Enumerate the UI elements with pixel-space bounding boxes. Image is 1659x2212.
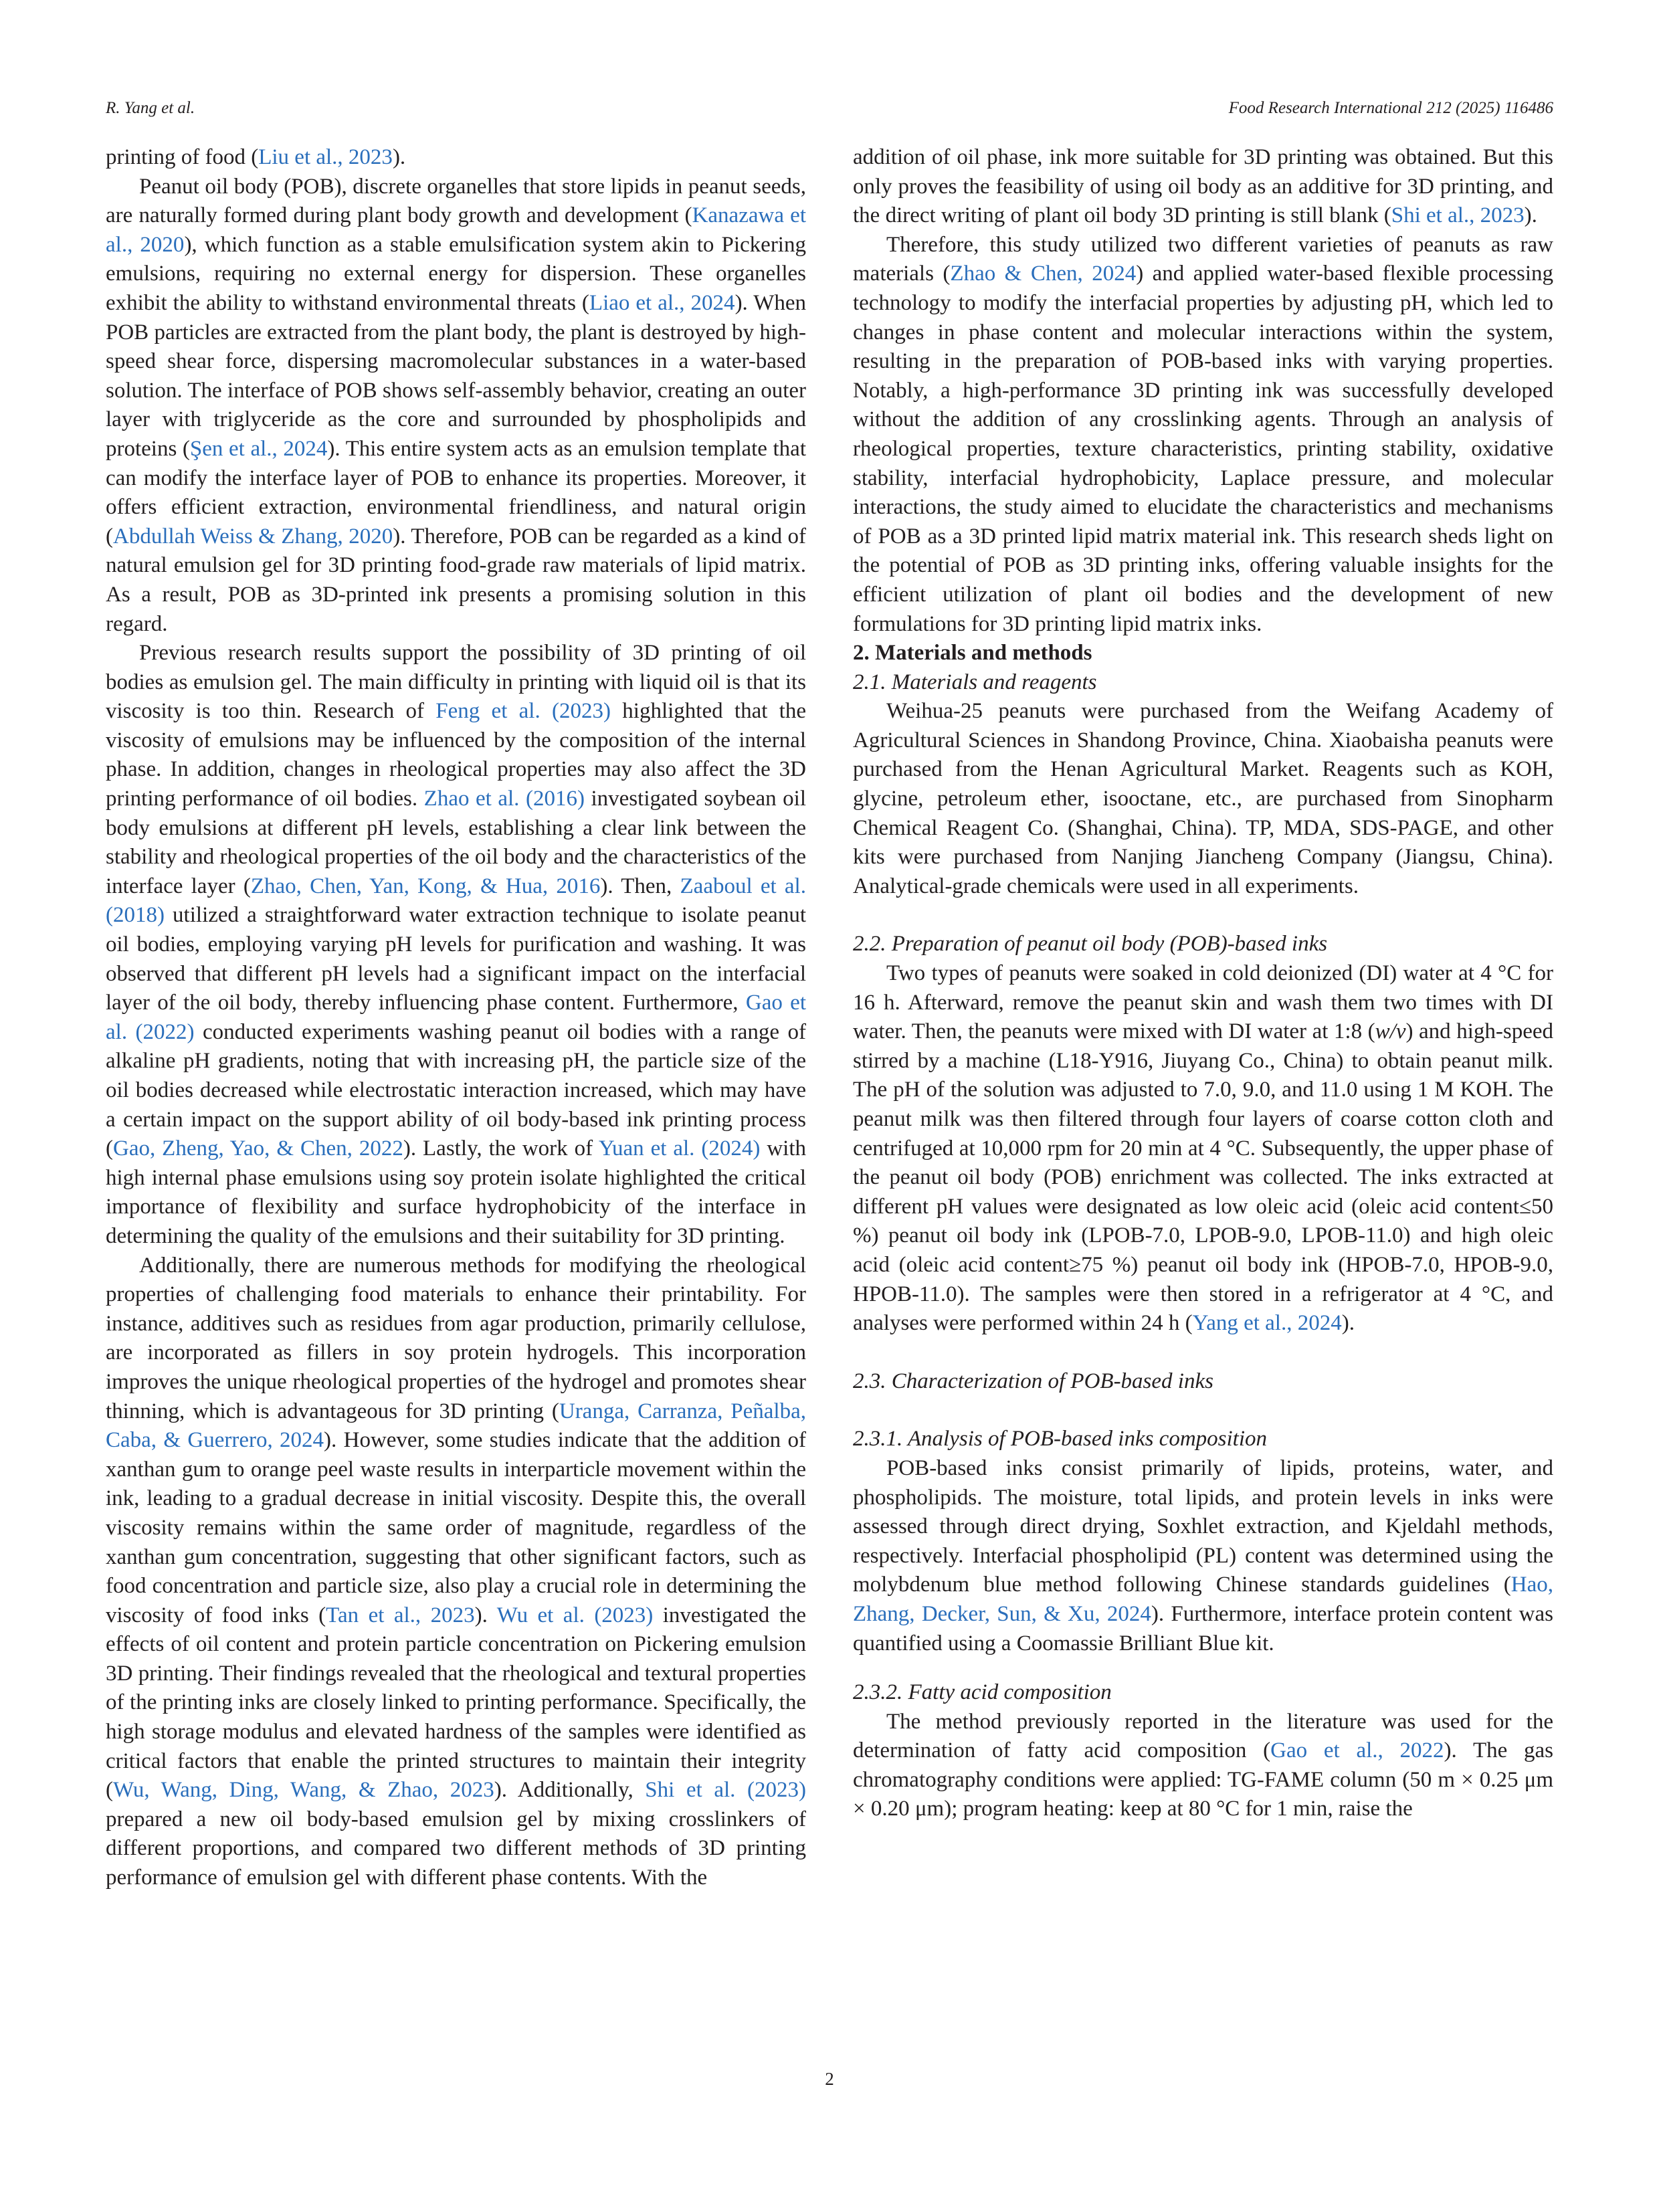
citation-link[interactable]: Tan et al., 2023: [326, 1603, 475, 1627]
text-run: prepared a new oil body-based emulsion g…: [106, 1807, 806, 1890]
citation-link[interactable]: Abdullah Weiss & Zhang, 2020: [113, 524, 393, 548]
text-run: addition of oil phase, ink more suitable…: [853, 145, 1553, 228]
citation-link[interactable]: Şen et al., 2024: [189, 436, 328, 461]
citation-link[interactable]: Liao et al., 2024: [589, 290, 735, 315]
citation-link[interactable]: Zhao & Chen, 2024: [950, 262, 1137, 286]
text-run: ).: [392, 145, 406, 169]
text-run: ). Then,: [600, 874, 680, 898]
citation-link[interactable]: Wu et al. (2023): [496, 1603, 654, 1627]
text-run: Therefore, this study utilized two diffe…: [853, 232, 1553, 286]
text-run: utilized a straightforward water extract…: [106, 903, 806, 1015]
text-run: ). The gas chromatography conditions wer…: [853, 1738, 1554, 1821]
text-run: highlighted that the viscosity of emulsi…: [106, 699, 806, 811]
text-run: ), which function as a stable emulsifica…: [106, 232, 806, 315]
text-run: ). Therefore, POB can be regarded as a k…: [106, 524, 806, 636]
citation-link[interactable]: Feng et al. (2023): [435, 699, 611, 724]
paragraph: The method previously reported in the li…: [853, 1708, 1553, 1824]
left-column: printing of food (Liu et al., 2023). Pea…: [106, 143, 806, 1893]
right-column: addition of oil phase, ink more suitable…: [853, 143, 1553, 1824]
paragraph: printing of food (Liu et al., 2023).: [106, 143, 806, 173]
citation-link[interactable]: Shi et al., 2023: [1391, 203, 1525, 228]
italic-text: w/v: [1375, 1019, 1406, 1044]
subsubsection-heading: 2.3.1. Analysis of POB-based inks compos…: [853, 1427, 1268, 1451]
text-run: Additionally, there are numerous methods…: [106, 1253, 806, 1423]
page-number: 2: [825, 2069, 834, 2089]
text-run: POB-based inks consist primarily of lipi…: [853, 1455, 1553, 1597]
text-run: ). Additionally,: [494, 1778, 646, 1803]
text-run: ). Furthermore, interface protein conten…: [853, 1601, 1553, 1655]
paragraph: Therefore, this study utilized two diffe…: [853, 231, 1553, 639]
paragraph: Weihua-25 peanuts were purchased from th…: [853, 699, 1553, 898]
text-run: investigated the effects of oil content …: [106, 1603, 806, 1803]
text-run: ). Lastly, the work of: [403, 1136, 599, 1161]
citation-link[interactable]: Liu et al., 2023: [258, 145, 393, 169]
running-header-author: R. Yang et al.: [106, 99, 195, 117]
subsection-heading: 2.2. Preparation of peanut oil body (POB…: [853, 932, 1328, 957]
citation-link[interactable]: Gao et al. (2022): [106, 991, 806, 1044]
text-run: ). However, some studies indicate that t…: [106, 1428, 806, 1627]
section-heading: 2. Materials and methods: [853, 641, 1092, 666]
running-header-journal: Food Research International 212 (2025) 1…: [1228, 99, 1553, 117]
subsubsection-heading: 2.3.2. Fatty acid composition: [853, 1680, 1112, 1705]
text-run: conducted experiments washing peanut oil…: [106, 1019, 807, 1161]
text-run: Peanut oil body (POB), discrete organell…: [106, 174, 806, 228]
citation-link[interactable]: Yang et al., 2024: [1192, 1311, 1342, 1336]
citation-link[interactable]: Zhao et al. (2016): [423, 787, 585, 811]
subsection-heading: 2.3. Characterization of POB-based inks: [853, 1369, 1213, 1393]
text-run: ) and applied water-based flexible proce…: [853, 262, 1553, 636]
text-run: Previous research results support the po…: [106, 641, 806, 724]
text-run: ) and high-speed stirred by a machine (L…: [853, 1019, 1553, 1336]
citation-link[interactable]: Gao et al., 2022: [1270, 1738, 1444, 1763]
paragraph: Two types of peanuts were soaked in cold…: [853, 959, 1553, 1338]
text-run: Two types of peanuts were soaked in cold…: [853, 961, 1553, 1044]
paragraph: Previous research results support the po…: [106, 639, 806, 1251]
text-run: ). This entire system acts as an emulsio…: [106, 436, 806, 548]
paragraph: POB-based inks consist primarily of lipi…: [853, 1454, 1553, 1658]
running-header: R. Yang et al. Food Research Internation…: [106, 99, 1553, 126]
citation-link[interactable]: Wu, Wang, Ding, Wang, & Zhao, 2023: [113, 1778, 494, 1803]
text-run: investigated soybean oil body emulsions …: [106, 787, 807, 898]
citation-link[interactable]: Uranga, Carranza, Peñalba, Caba, & Guerr…: [106, 1399, 806, 1453]
citation-link[interactable]: Shi et al. (2023): [645, 1778, 806, 1803]
text-run: ).: [1341, 1311, 1355, 1336]
paragraph: addition of oil phase, ink more suitable…: [853, 143, 1553, 231]
text-run: ).: [1524, 203, 1537, 228]
subsection-heading: 2.1. Materials and reagents: [853, 670, 1097, 694]
text-run: with high internal phase emulsions using…: [106, 1136, 806, 1248]
text-run: The method previously reported in the li…: [853, 1709, 1553, 1763]
text-run: ).: [474, 1603, 497, 1627]
text-run: ). When POB particles are extracted from…: [106, 290, 807, 461]
citation-link[interactable]: Yuan et al. (2024): [598, 1136, 761, 1161]
paragraph: Additionally, there are numerous methods…: [106, 1251, 806, 1893]
paragraph: Peanut oil body (POB), discrete organell…: [106, 173, 806, 639]
citation-link[interactable]: Hao, Zhang, Decker, Sun, & Xu, 2024: [853, 1573, 1553, 1626]
citation-link[interactable]: Gao, Zheng, Yao, & Chen, 2022: [113, 1136, 403, 1161]
citation-link[interactable]: Zaaboul et al. (2018): [106, 874, 806, 928]
citation-link[interactable]: Zhao, Chen, Yan, Kong, & Hua, 2016: [250, 874, 601, 898]
text-run: printing of food (: [106, 145, 259, 169]
citation-link[interactable]: Kanazawa et al., 2020: [106, 203, 806, 257]
